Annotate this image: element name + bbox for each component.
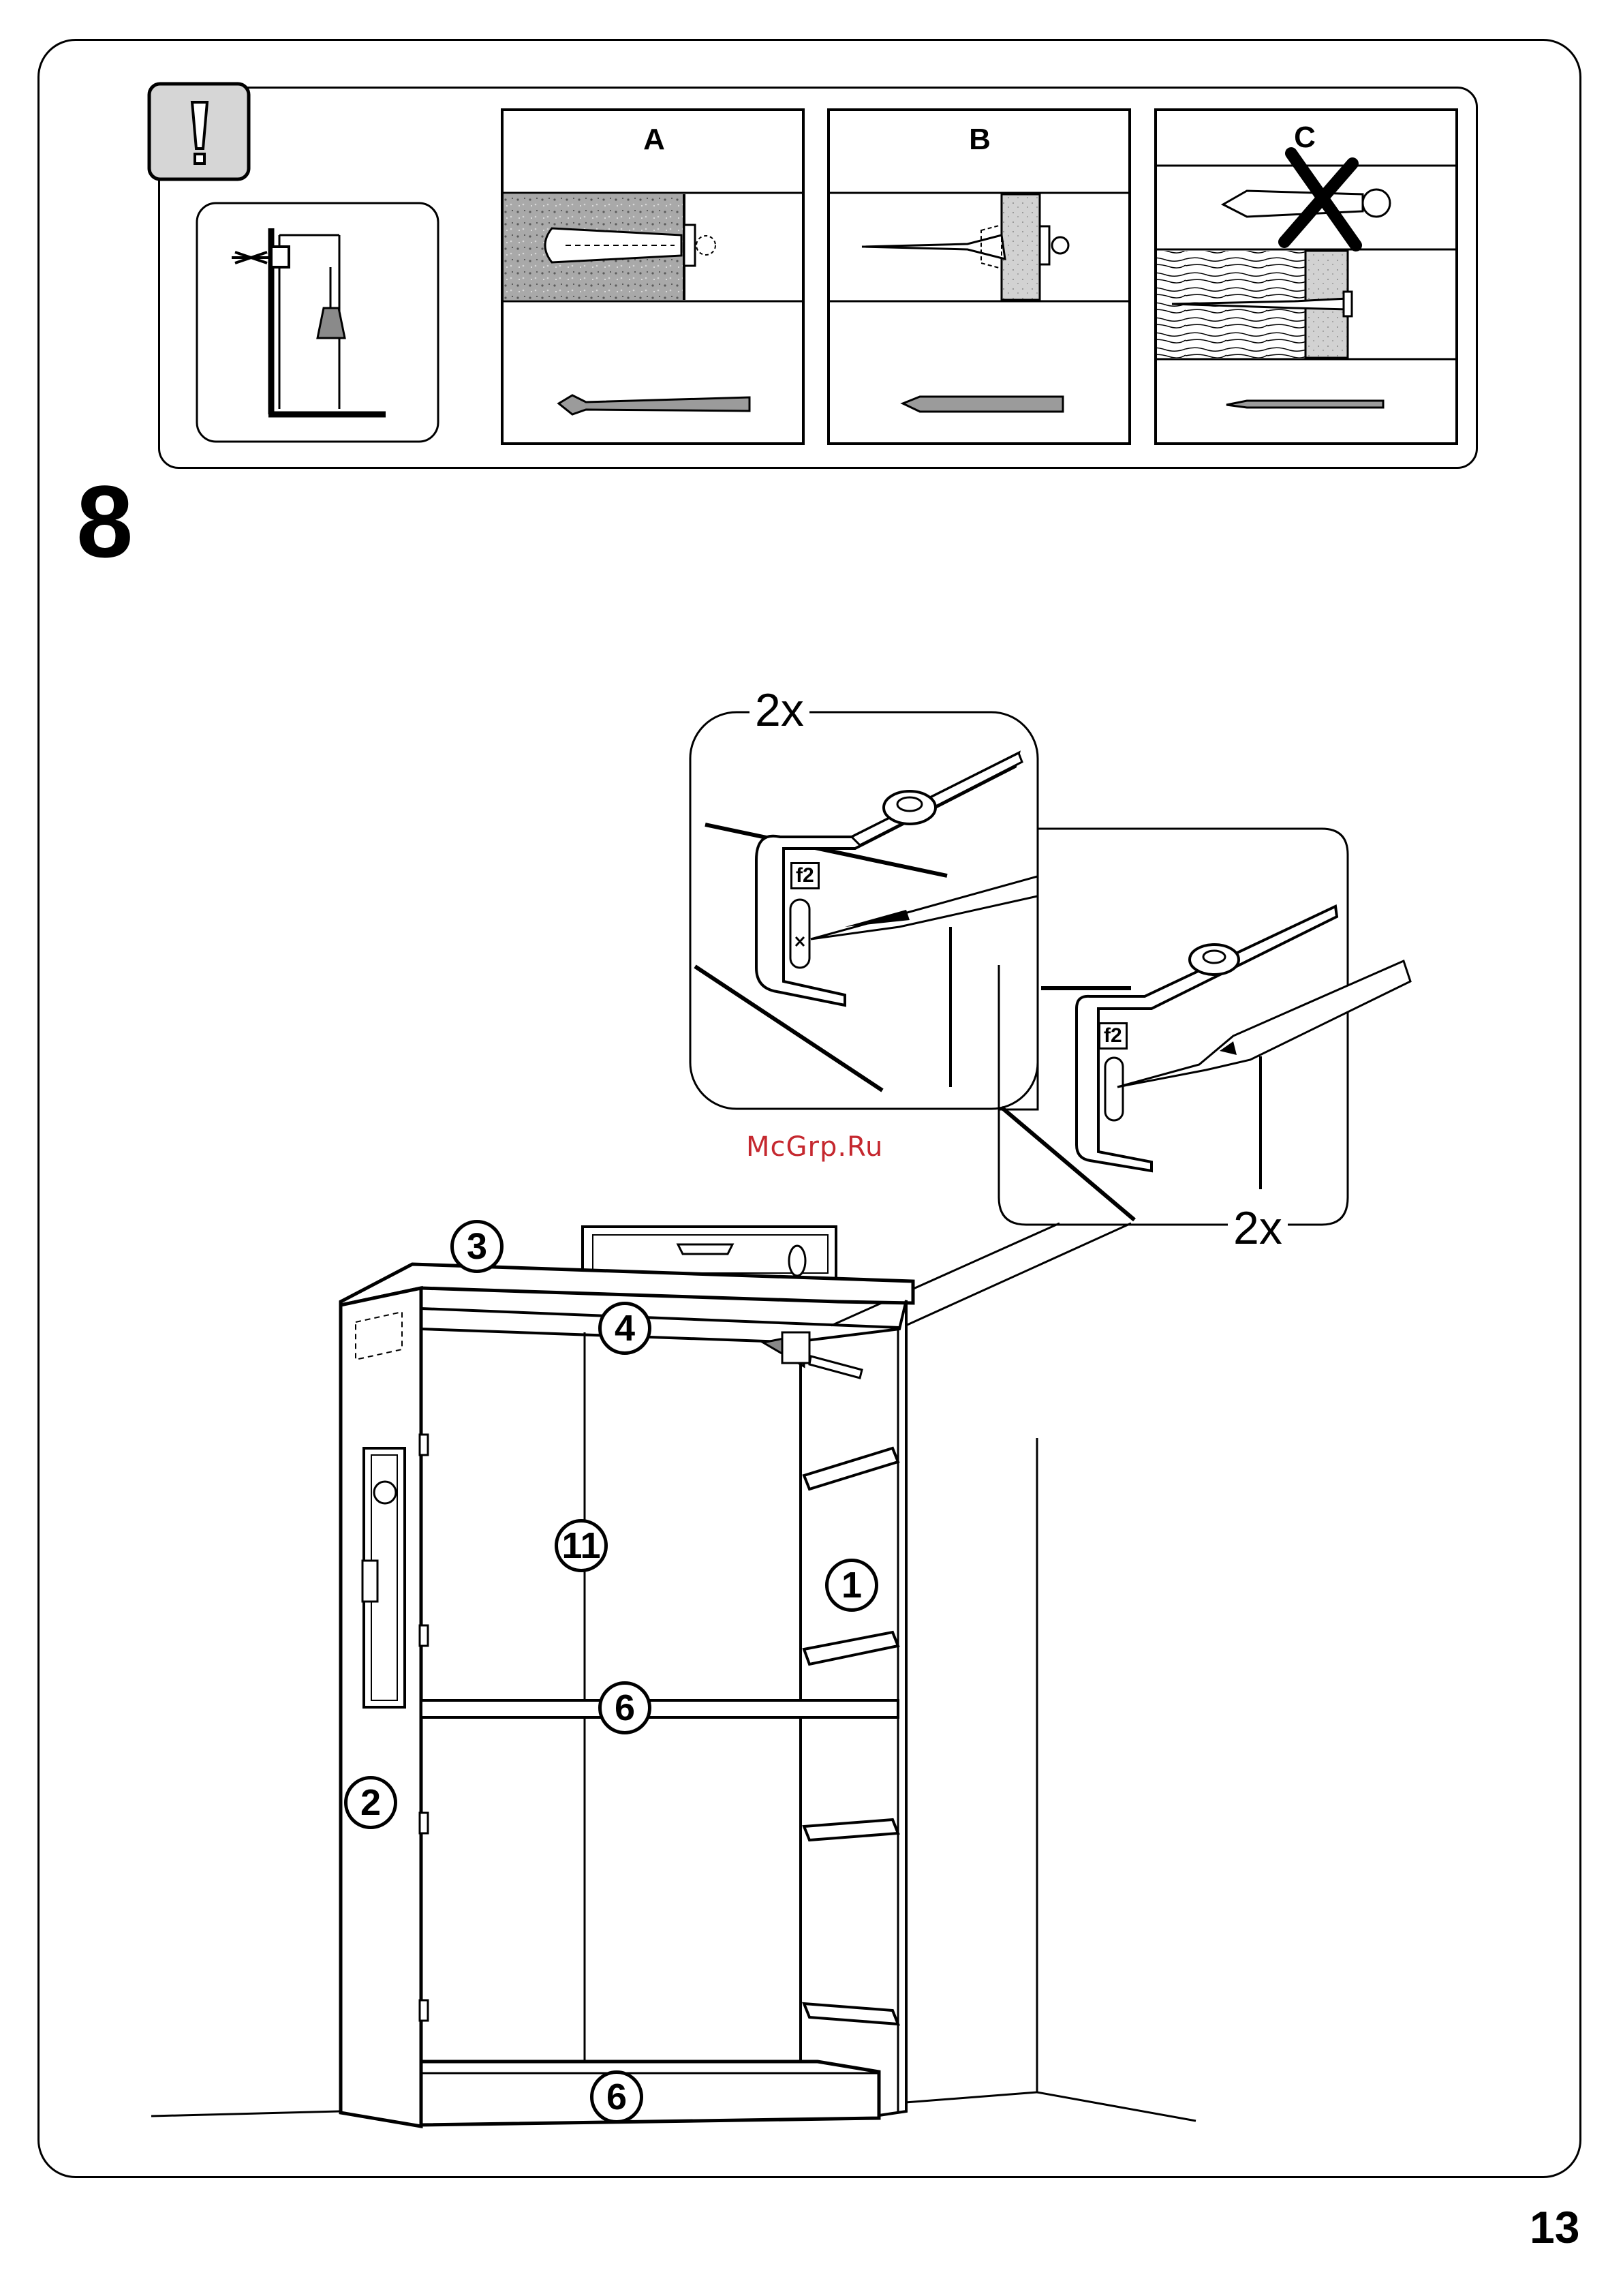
panel-label-a: A bbox=[634, 125, 675, 155]
wardrobe bbox=[341, 1227, 913, 2126]
panel-c-wood bbox=[1156, 110, 1457, 444]
page-number: 13 bbox=[1530, 2205, 1579, 2250]
part-callout-left-side: 2 bbox=[344, 1776, 397, 1829]
exclamation-icon bbox=[149, 84, 249, 179]
step-number: 8 bbox=[76, 470, 133, 572]
panel-b-plasterboard bbox=[829, 110, 1130, 444]
wall-mount-icon bbox=[197, 203, 438, 442]
quantity-label-right: 2x bbox=[1228, 1205, 1288, 1251]
detail-bubble-left bbox=[690, 712, 1083, 1109]
panel-a-concrete bbox=[502, 110, 803, 444]
watermark: McGrp.Ru bbox=[746, 1131, 883, 1163]
panel-label-c: C bbox=[1284, 123, 1325, 153]
part-callout-top: 3 bbox=[450, 1220, 504, 1273]
part-callout-right-side: 1 bbox=[825, 1559, 878, 1612]
part-tag-left: f2 bbox=[790, 862, 820, 889]
wall-floor-lines bbox=[151, 1438, 1196, 2121]
quantity-label-left: 2x bbox=[749, 687, 809, 733]
part-callout-rail: 4 bbox=[598, 1302, 651, 1355]
part-callout-back: 11 bbox=[555, 1519, 608, 1572]
panel-label-b: B bbox=[959, 125, 1000, 155]
part-tag-right: f2 bbox=[1098, 1022, 1128, 1050]
part-callout-bottom: 6 bbox=[590, 2070, 643, 2124]
part-callout-shelf: 6 bbox=[598, 1681, 651, 1734]
detail-bubble-right bbox=[999, 829, 1410, 1225]
